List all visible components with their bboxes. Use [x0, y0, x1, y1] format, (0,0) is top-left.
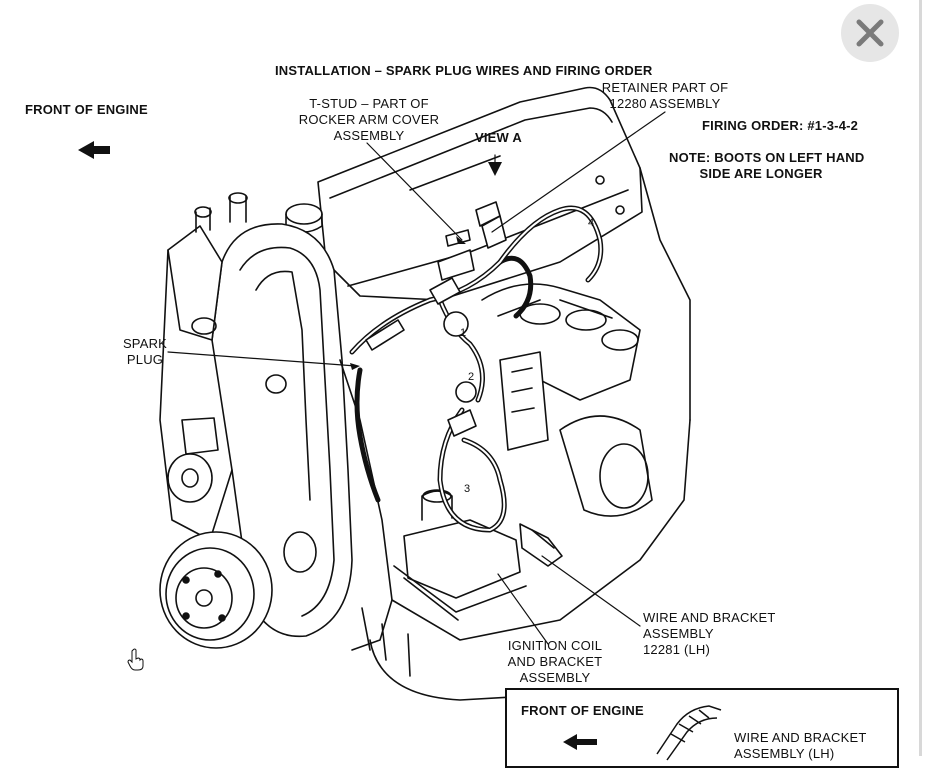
note-label: NOTE: BOOTS ON LEFT HAND SIDE ARE LONGER — [669, 150, 865, 181]
distributor — [499, 351, 549, 451]
inset-front-of-engine-label: FRONT OF ENGINE — [521, 703, 644, 718]
front-arrow — [78, 141, 110, 159]
cylinder-head-left — [167, 192, 248, 455]
cylinder-number-1: 1 — [460, 327, 466, 339]
view-a-label: VIEW A — [475, 130, 522, 145]
cylinder-number-3: 3 — [464, 483, 470, 495]
ignition-coil-label: IGNITION COIL AND BRACKET ASSEMBLY — [507, 638, 603, 685]
wire-bracket-part — [519, 523, 563, 567]
t-stud-label: T-STUD – PART OF ROCKER ARM COVER ASSEMB… — [298, 96, 440, 143]
crankshaft-pulley — [159, 531, 273, 649]
diagram-title: INSTALLATION – SPARK PLUG WIRES AND FIRI… — [275, 63, 653, 78]
ignition-coil — [393, 489, 527, 621]
wire-bracket-label: WIRE AND BRACKET ASSEMBLY 12281 (LH) — [643, 610, 776, 657]
inset-front-arrow — [563, 734, 597, 750]
firing-order-label: FIRING ORDER: #1-3-4-2 — [702, 118, 859, 133]
hand-pointer-icon — [127, 648, 144, 671]
close-icon — [856, 19, 884, 47]
timing-belt-cover — [211, 223, 353, 638]
water-pump — [167, 453, 213, 503]
view-a-inset: FRONT OF ENGINE WIRE AND BRACKET ASSEMBL… — [505, 688, 899, 768]
oil-filter — [559, 415, 653, 517]
front-of-engine-label: FRONT OF ENGINE — [25, 102, 148, 117]
cylinder-number-2: 2 — [468, 371, 474, 383]
retainer-label: RETAINER PART OF 12280 ASSEMBLY — [601, 80, 729, 111]
inset-bracket-drawing — [656, 705, 722, 761]
intake-manifold — [481, 283, 641, 401]
close-button[interactable] — [841, 4, 899, 62]
page-edge-divider — [919, 0, 922, 756]
inset-wire-bracket-label: WIRE AND BRACKET ASSEMBLY (LH) — [734, 730, 867, 761]
leader-lines — [167, 111, 666, 645]
spark-plug-boots — [365, 201, 501, 437]
cylinder-number-4: 4 — [588, 217, 594, 229]
spark-plug-label: SPARK PLUG — [122, 336, 168, 367]
